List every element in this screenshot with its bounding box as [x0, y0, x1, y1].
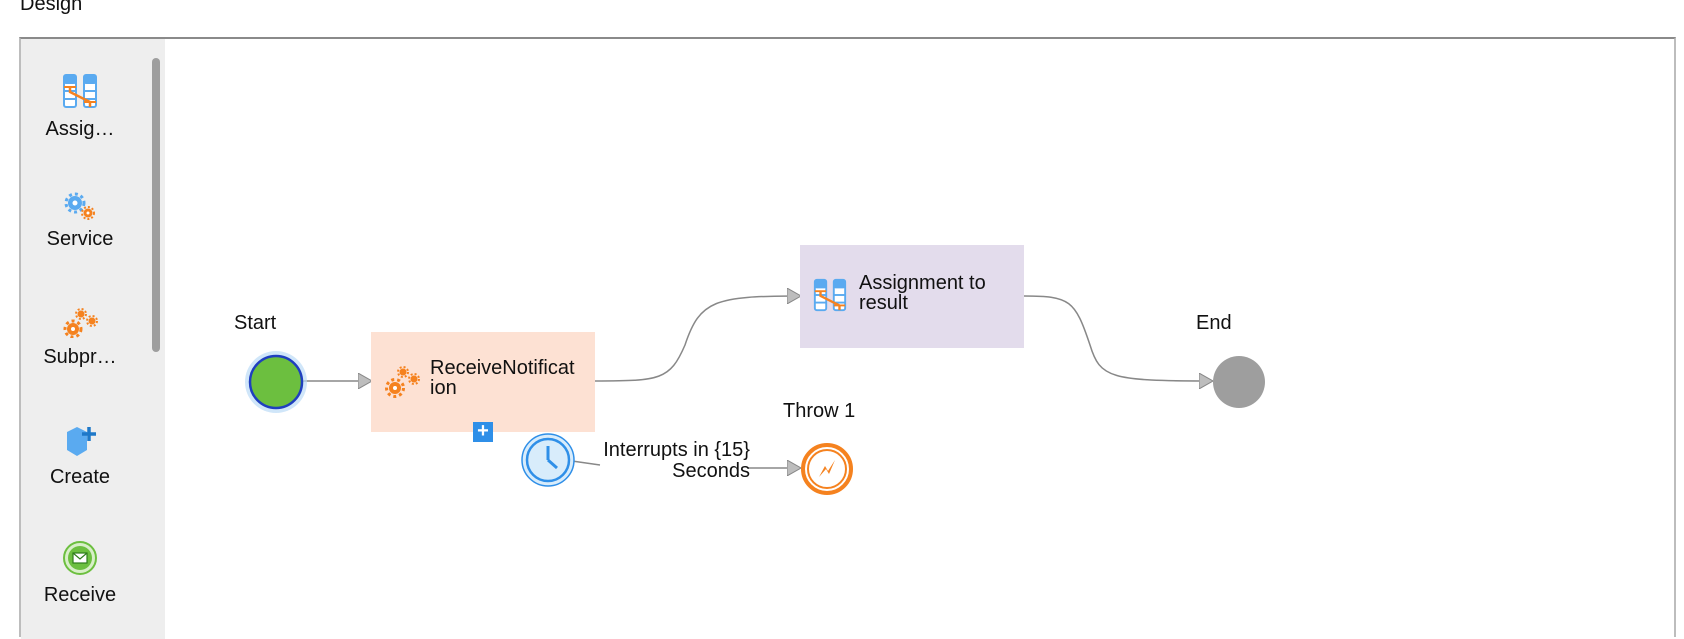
assignment-task-label-line2: result	[859, 292, 908, 314]
receive-envelope-icon	[63, 541, 97, 575]
palette-item-create[interactable]: Create	[21, 424, 139, 489]
end-event-label: End	[1196, 312, 1232, 334]
page-title: Design	[20, 0, 83, 15]
timer-label-line2: Seconds	[672, 460, 750, 482]
assignment-icon	[63, 74, 97, 108]
create-plus-icon	[67, 427, 96, 456]
service-gears-icon	[64, 192, 95, 220]
receive-task-label-line1: ReceiveNotificat	[430, 357, 575, 379]
expand-button[interactable]: +	[473, 421, 493, 442]
palette-item-label: Service	[46, 228, 114, 250]
end-event[interactable]	[1212, 355, 1266, 409]
connector-timer-to-label	[571, 460, 601, 466]
palette-item-label: Create	[49, 466, 111, 488]
throw-event[interactable]	[800, 442, 854, 496]
throw-event-label: Throw 1	[783, 400, 856, 422]
design-frame	[19, 37, 1676, 637]
gears-icon	[385, 366, 420, 398]
palette-scrollbar[interactable]	[152, 58, 160, 352]
connector-receive-to-assignment	[594, 296, 800, 382]
palette-item-receive[interactable]: Receive	[21, 540, 139, 607]
subprocess-gears-icon	[63, 308, 98, 338]
palette-item-subprocess[interactable]: Subpr…	[21, 308, 139, 369]
start-event[interactable]	[244, 350, 308, 414]
receive-notification-task[interactable]: ReceiveNotificat ion	[371, 332, 595, 432]
start-event-label: Start	[234, 312, 277, 334]
palette-panel	[21, 39, 165, 639]
palette-item-label: Subpr…	[43, 346, 117, 368]
assignment-icon	[813, 278, 847, 312]
assignment-task-label-line1: Assignment to	[859, 272, 986, 294]
connector-assignment-to-end	[1023, 295, 1212, 381]
palette-item-service[interactable]: Service	[21, 190, 139, 251]
timer-label-line1: Interrupts in {15}	[603, 439, 750, 461]
palette-item-label: Assig…	[45, 118, 115, 140]
receive-task-label-line2: ion	[430, 377, 457, 399]
palette-item-label: Receive	[43, 584, 117, 606]
assignment-to-result-task[interactable]: Assignment to result	[800, 245, 1024, 348]
palette-item-assignment[interactable]: Assig…	[21, 72, 139, 141]
clock-icon[interactable]	[520, 432, 576, 488]
